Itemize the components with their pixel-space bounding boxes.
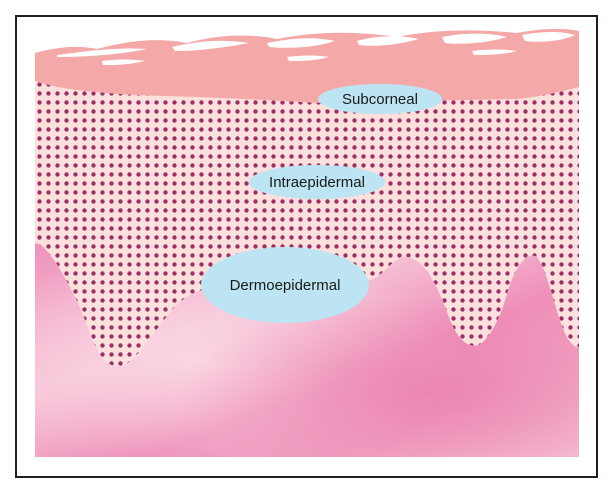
intraepidermal-label: Intraepidermal xyxy=(269,174,365,191)
subcorneal-label: Subcorneal xyxy=(342,91,418,108)
intraepidermal-label-group: Intraepidermal xyxy=(249,165,385,199)
subcorneal-label-group: Subcorneal xyxy=(318,84,442,114)
dermoepidermal-label: Dermoepidermal xyxy=(230,277,341,294)
diagram-frame: Subcorneal Intraepidermal Dermoepidermal xyxy=(15,15,598,478)
dermoepidermal-label-group: Dermoepidermal xyxy=(201,247,369,323)
skin-blister-diagram: Subcorneal Intraepidermal Dermoepidermal xyxy=(17,17,596,476)
